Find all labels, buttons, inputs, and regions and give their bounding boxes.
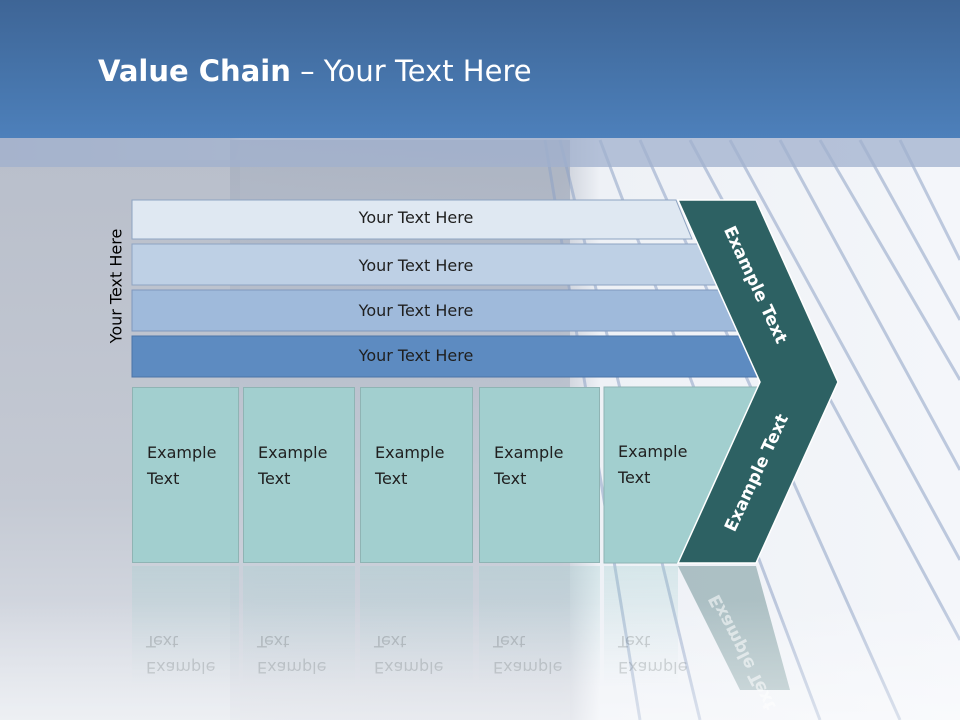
chevron-arrow <box>676 199 839 564</box>
reflection-box-5-label: Example Text <box>618 632 688 677</box>
reflection-box-5: Example Text <box>604 566 687 686</box>
activity-box-3: Example Text <box>360 387 473 563</box>
activity-box-4: Example Text <box>479 387 600 563</box>
reflection-box-3-label: Example Text <box>374 632 444 677</box>
reflection-box-3: Example Text <box>360 566 473 686</box>
band-3-label: Your Text Here <box>358 301 474 320</box>
reflection-box-2-label: Example Text <box>257 632 327 677</box>
activity-box-3-label: Example Text <box>375 443 445 488</box>
activity-box-4-label: Example Text <box>494 443 564 488</box>
band-2-label: Your Text Here <box>358 256 474 275</box>
chevron-reflection <box>678 566 790 690</box>
reflection-box-2: Example Text <box>243 566 355 686</box>
band-1-label: Your Text Here <box>358 208 474 227</box>
activity-box-2: Example Text <box>243 387 355 563</box>
activity-box-5-label: Example Text <box>618 442 688 487</box>
reflection-box-1: Example Text <box>132 566 239 686</box>
header-strip <box>0 138 960 167</box>
activity-box-1: Example Text <box>132 387 239 563</box>
band-4-label: Your Text Here <box>358 346 474 365</box>
header-bar <box>0 0 960 138</box>
activity-box-1-label: Example Text <box>147 443 217 488</box>
activity-box-2-label: Example Text <box>258 443 328 488</box>
band-1 <box>131 199 693 240</box>
slide-title: Value Chain – Your Text Here <box>98 54 532 88</box>
reflection-box-4: Example Text <box>479 566 600 686</box>
reflection-box-1-label: Example Text <box>146 632 216 677</box>
title-rest: – Your Text Here <box>290 54 532 88</box>
reflection-box-4-label: Example Text <box>493 632 563 677</box>
title-bold: Value Chain <box>98 54 291 88</box>
activity-box-5: Example Text <box>604 387 704 563</box>
